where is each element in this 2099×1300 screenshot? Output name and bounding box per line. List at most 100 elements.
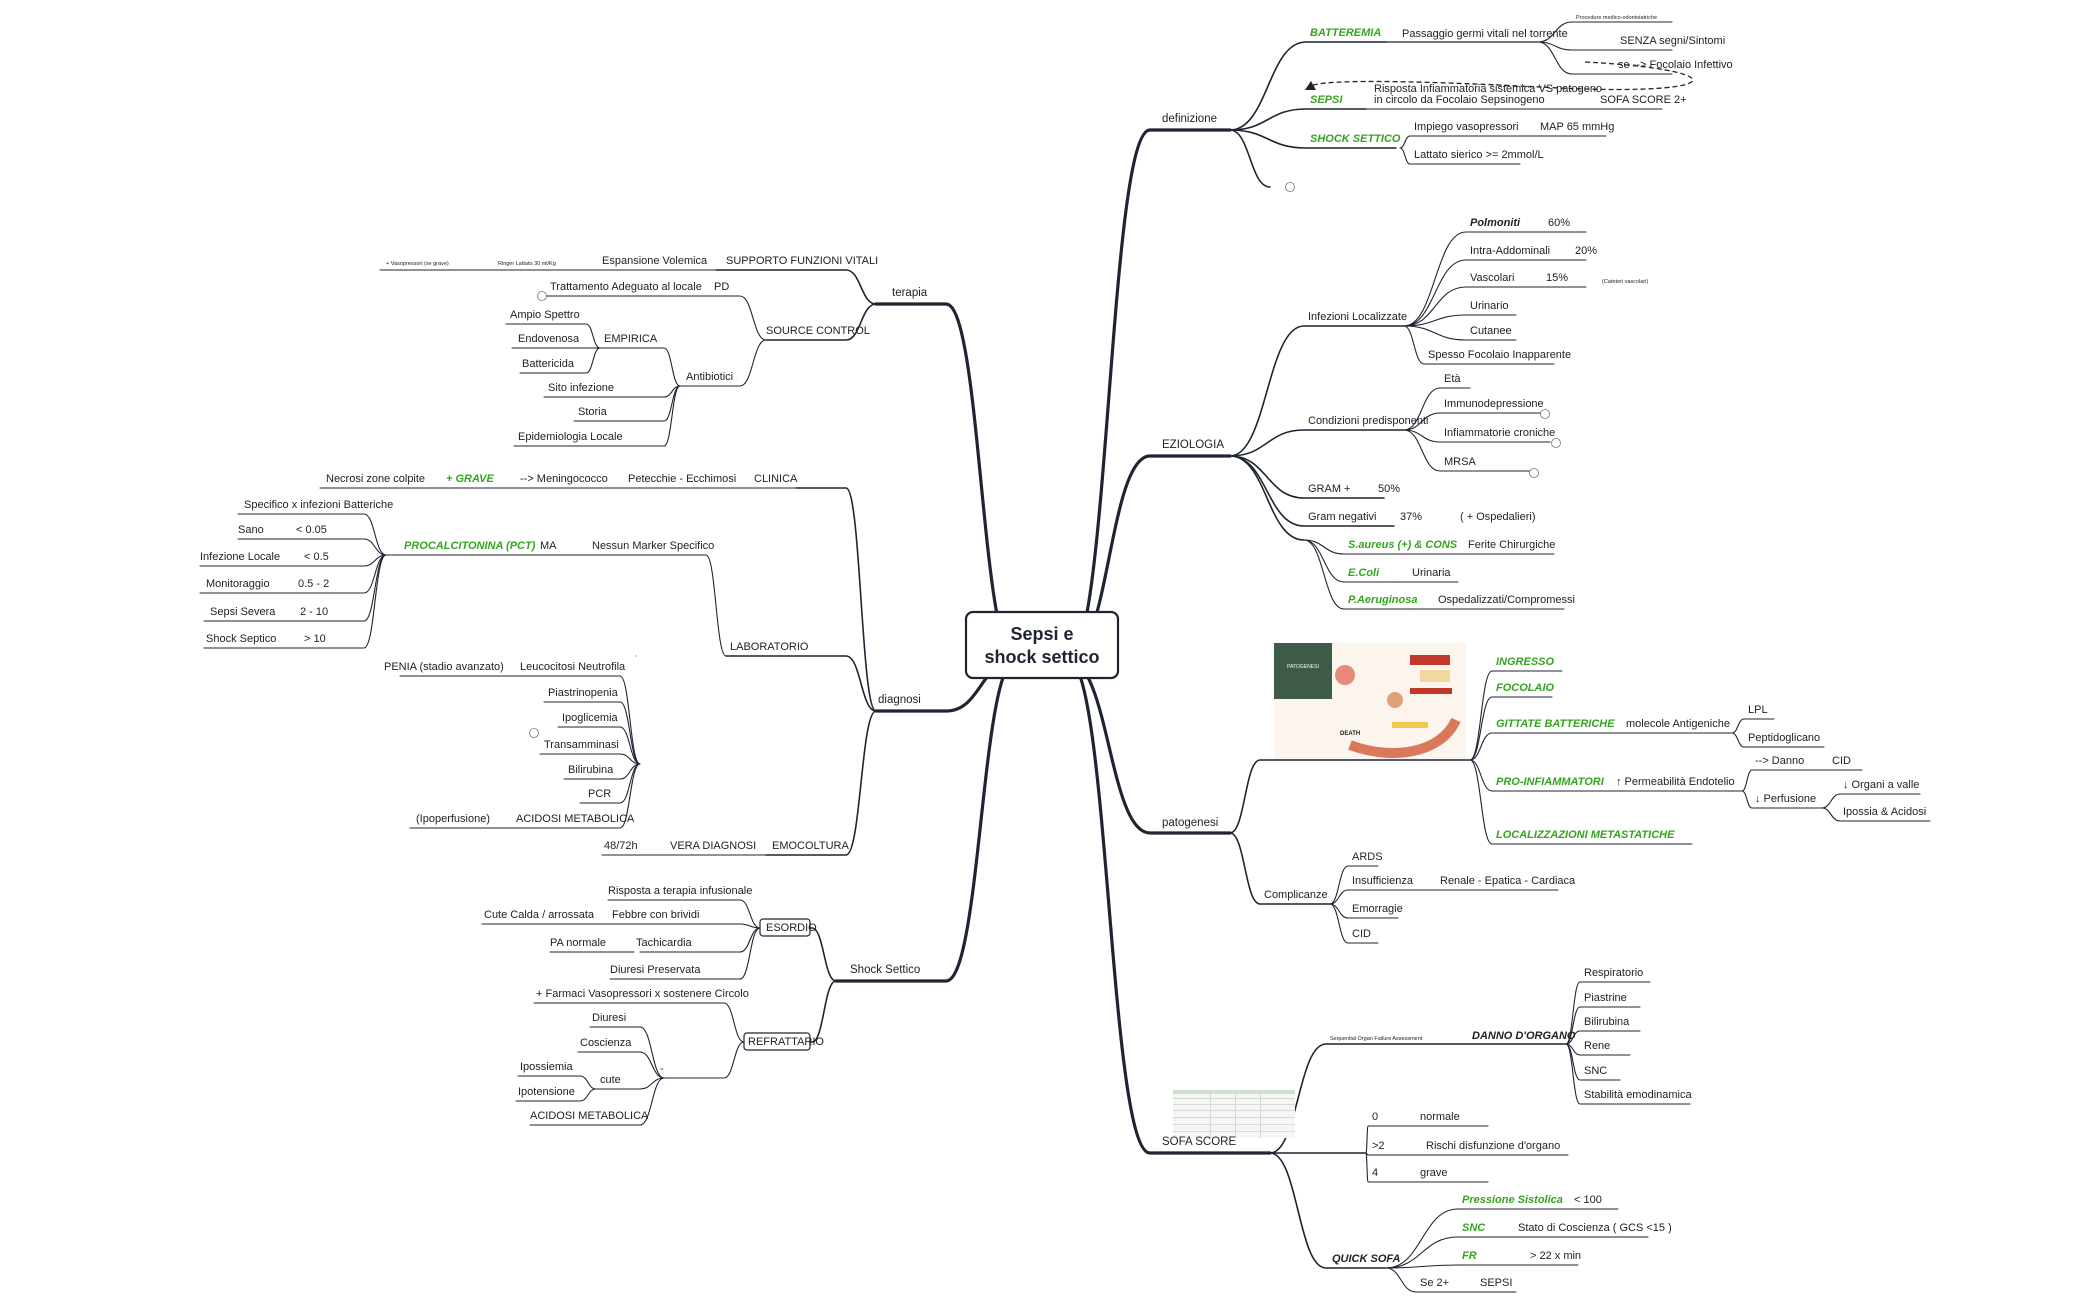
node-p15[interactable]: 15% bbox=[1546, 272, 1568, 284]
node-normale[interactable]: normale bbox=[1420, 1111, 1460, 1123]
node-cute[interactable]: cute bbox=[600, 1074, 621, 1086]
node-v005[interactable]: < 0.05 bbox=[296, 524, 327, 536]
node-immuno[interactable]: Immunodepressione bbox=[1444, 398, 1544, 410]
node-ipoglicemia[interactable]: Ipoglicemia bbox=[562, 712, 619, 724]
node-mrsa[interactable]: MRSA bbox=[1444, 456, 1476, 468]
branch-diagnosi[interactable]: diagnosi bbox=[878, 694, 921, 706]
collapse-marker-icon[interactable] bbox=[1540, 409, 1550, 419]
node-senza-segni[interactable]: SENZA segni/Sintomi bbox=[1620, 35, 1725, 47]
node-antibiotici[interactable]: Antibiotici bbox=[686, 371, 733, 383]
node-empirica[interactable]: EMPIRICA bbox=[604, 333, 658, 345]
node-farmaci[interactable]: + Farmaci Vasopressori x sostenere Circo… bbox=[536, 988, 749, 1000]
node-vera-diagnosi[interactable]: VERA DIAGNOSI bbox=[670, 840, 756, 852]
node-stabilita[interactable]: Stabilità emodinamica bbox=[1584, 1089, 1692, 1101]
node-rene[interactable]: Rene bbox=[1584, 1040, 1610, 1052]
node-permeabilita[interactable]: ↑ Permeabilità Endotelio bbox=[1616, 776, 1735, 788]
node-epidemiologia[interactable]: Epidemiologia Locale bbox=[518, 431, 623, 443]
collapse-marker-icon[interactable] bbox=[537, 291, 547, 301]
node-piastrine[interactable]: Piastrine bbox=[1584, 992, 1627, 1004]
node-procedure[interactable]: Procedure medico-odontoiatriche bbox=[1576, 15, 1657, 21]
node-quick-sofa[interactable]: QUICK SOFA bbox=[1332, 1253, 1401, 1265]
node-shock-septico[interactable]: Shock Septico bbox=[206, 633, 276, 645]
node-v05[interactable]: < 0.5 bbox=[304, 551, 329, 563]
node-h4872[interactable]: 48/72h bbox=[604, 840, 638, 852]
collapse-marker-icon[interactable] bbox=[529, 728, 539, 738]
node-vascolari[interactable]: Vascolari bbox=[1470, 272, 1514, 284]
node-fr[interactable]: FR bbox=[1462, 1250, 1477, 1262]
node-infiammatorie[interactable]: Infiammatorie croniche bbox=[1444, 427, 1555, 439]
sofa-table-image[interactable] bbox=[1173, 1090, 1295, 1138]
node-supporto[interactable]: SUPPORTO FUNZIONI VITALI bbox=[726, 255, 878, 267]
node-coscienza[interactable]: Coscienza bbox=[580, 1037, 632, 1049]
node-snc[interactable]: SNC bbox=[1584, 1065, 1607, 1077]
node-leucocitosi[interactable]: Leucocitosi Neutrofila bbox=[520, 661, 626, 673]
node-v052[interactable]: 0.5 - 2 bbox=[298, 578, 329, 590]
node-gt22[interactable]: > 22 x min bbox=[1530, 1250, 1581, 1262]
node-emocoltura[interactable]: EMOCOLTURA bbox=[772, 840, 849, 852]
node-molecole[interactable]: molecole Antigeniche bbox=[1626, 718, 1730, 730]
node-acidosi-lab[interactable]: ACIDOSI METABOLICA bbox=[516, 813, 635, 825]
branch-shock-settico[interactable]: Shock Settico bbox=[850, 964, 920, 976]
node-trattamento[interactable]: Trattamento Adeguato al locale bbox=[550, 281, 702, 293]
node-ampio[interactable]: Ampio Spettro bbox=[510, 309, 580, 321]
node-endovenosa[interactable]: Endovenosa bbox=[518, 333, 580, 345]
node-ipotensione[interactable]: Ipotensione bbox=[518, 1086, 575, 1098]
node-focolaio[interactable]: FOCOLAIO bbox=[1496, 682, 1554, 694]
node-v210[interactable]: 2 - 10 bbox=[300, 606, 328, 618]
node-p60[interactable]: 60% bbox=[1548, 217, 1570, 229]
node-ospedalizzati[interactable]: Ospedalizzati/Compromessi bbox=[1438, 594, 1575, 606]
node-peptido[interactable]: Peptidoglicano bbox=[1748, 732, 1820, 744]
node-esordio[interactable]: ESORDIO bbox=[766, 922, 817, 934]
node-p37[interactable]: 37% bbox=[1400, 511, 1422, 523]
node-complicanze[interactable]: Complicanze bbox=[1264, 889, 1328, 901]
node-sequential[interactable]: Sequential Organ Failure Assessment bbox=[1330, 1036, 1423, 1042]
node-sano[interactable]: Sano bbox=[238, 524, 264, 536]
node-ards[interactable]: ARDS bbox=[1352, 851, 1383, 863]
node-gram-neg[interactable]: Gram negativi bbox=[1308, 511, 1376, 523]
node-ferite[interactable]: Ferite Chirurgiche bbox=[1468, 539, 1555, 551]
node-grave[interactable]: grave bbox=[1420, 1167, 1448, 1179]
branch-terapia[interactable]: terapia bbox=[892, 287, 928, 299]
node-ma[interactable]: MA bbox=[540, 540, 557, 552]
node-cutanee[interactable]: Cutanee bbox=[1470, 325, 1512, 337]
node-battericida[interactable]: Battericida bbox=[522, 358, 575, 370]
node-ipoperfusione[interactable]: (Ipoperfusione) bbox=[416, 813, 490, 825]
node-necrosi[interactable]: Necrosi zone colpite bbox=[326, 473, 425, 485]
node-map[interactable]: MAP 65 mmHg bbox=[1540, 121, 1614, 133]
node-vasopr-grave[interactable]: + Vasopressori (se grave) bbox=[386, 261, 449, 267]
node-dash[interactable]: - bbox=[660, 1063, 664, 1075]
node-paerug[interactable]: P.Aeruginosa bbox=[1348, 594, 1418, 606]
node-grave[interactable]: + GRAVE bbox=[446, 473, 494, 485]
node-gram-pos[interactable]: GRAM + bbox=[1308, 483, 1350, 495]
node-cid2[interactable]: CID bbox=[1352, 928, 1371, 940]
node-respiratorio[interactable]: Respiratorio bbox=[1584, 967, 1643, 979]
patogenesi-image[interactable]: PATOGENESI DEATH bbox=[1274, 643, 1466, 759]
node-passaggio[interactable]: Passaggio germi vitali nel torrente bbox=[1402, 28, 1568, 40]
node-sepsi-severa[interactable]: Sepsi Severa bbox=[210, 606, 276, 618]
node-pct[interactable]: PROCALCITONINA (PCT) bbox=[404, 540, 536, 552]
node-localizzazioni[interactable]: LOCALIZZAZIONI METASTATICHE bbox=[1496, 829, 1675, 841]
node-cateteri[interactable]: (Cateteri vascolari) bbox=[1602, 279, 1648, 285]
node-risposta-line2[interactable]: in circolo da Focolaio Sepsinogeno bbox=[1374, 94, 1545, 106]
node-refrattario[interactable]: REFRATTARIO bbox=[748, 1036, 824, 1048]
node-pcr[interactable]: PCR bbox=[588, 788, 611, 800]
node-danno-organo[interactable]: DANNO D'ORGANO bbox=[1472, 1030, 1576, 1042]
node-lt100[interactable]: < 100 bbox=[1574, 1194, 1602, 1206]
node-four[interactable]: 4 bbox=[1372, 1167, 1378, 1179]
branch-patogenesi[interactable]: patogenesi bbox=[1162, 817, 1218, 829]
node-ringer[interactable]: Ringer Lattato 30 ml/Kg bbox=[498, 261, 556, 267]
node-tachicardia[interactable]: Tachicardia bbox=[636, 937, 693, 949]
node-sepsi-result[interactable]: SEPSI bbox=[1480, 1277, 1512, 1289]
node-penia[interactable]: PENIA (stadio avanzato) bbox=[384, 661, 504, 673]
node-perfusione[interactable]: ↓ Perfusione bbox=[1755, 793, 1816, 805]
branch-definizione[interactable]: definizione bbox=[1162, 113, 1217, 125]
node-petecchie[interactable]: Petecchie - Ecchimosi bbox=[628, 473, 736, 485]
node-ecoli[interactable]: E.Coli bbox=[1348, 567, 1380, 579]
node-ingresso[interactable]: INGRESSO bbox=[1496, 656, 1555, 668]
node-piastrinopenia[interactable]: Piastrinopenia bbox=[548, 687, 619, 699]
branch-eziologia[interactable]: EZIOLOGIA bbox=[1162, 439, 1224, 451]
node-monitoraggio[interactable]: Monitoraggio bbox=[206, 578, 270, 590]
node-pd[interactable]: PD bbox=[714, 281, 729, 293]
node-infezioni-localizzate[interactable]: Infezioni Localizzate bbox=[1308, 311, 1407, 323]
collapse-marker-icon[interactable] bbox=[1285, 182, 1295, 192]
